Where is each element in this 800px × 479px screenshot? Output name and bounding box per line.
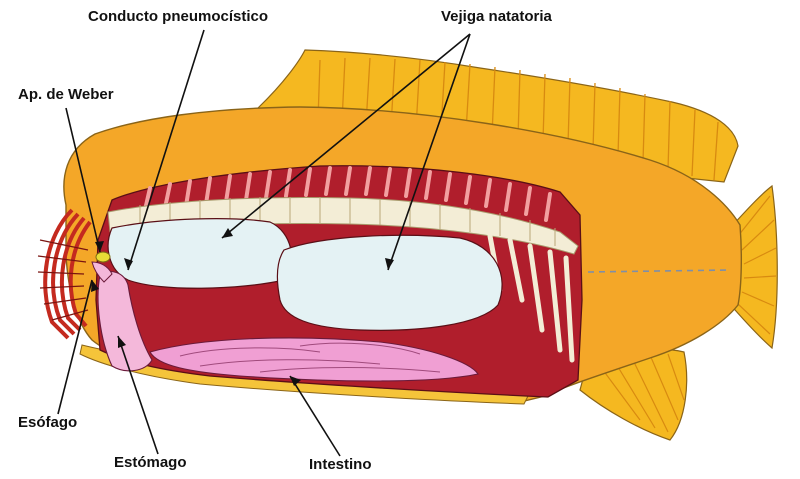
label-ap-de-weber: Ap. de Weber [18, 86, 114, 103]
label-intestino: Intestino [309, 456, 372, 473]
swim-bladder-posterior [277, 235, 502, 330]
label-esofago: Esófago [18, 414, 77, 431]
label-estomago: Estómago [114, 454, 187, 471]
swim-bladder-anterior [108, 219, 291, 289]
label-vejiga-natatoria: Vejiga natatoria [441, 8, 552, 25]
label-conducto-pneumocistico: Conducto pneumocístico [88, 8, 268, 25]
weber-apparatus [96, 252, 110, 262]
